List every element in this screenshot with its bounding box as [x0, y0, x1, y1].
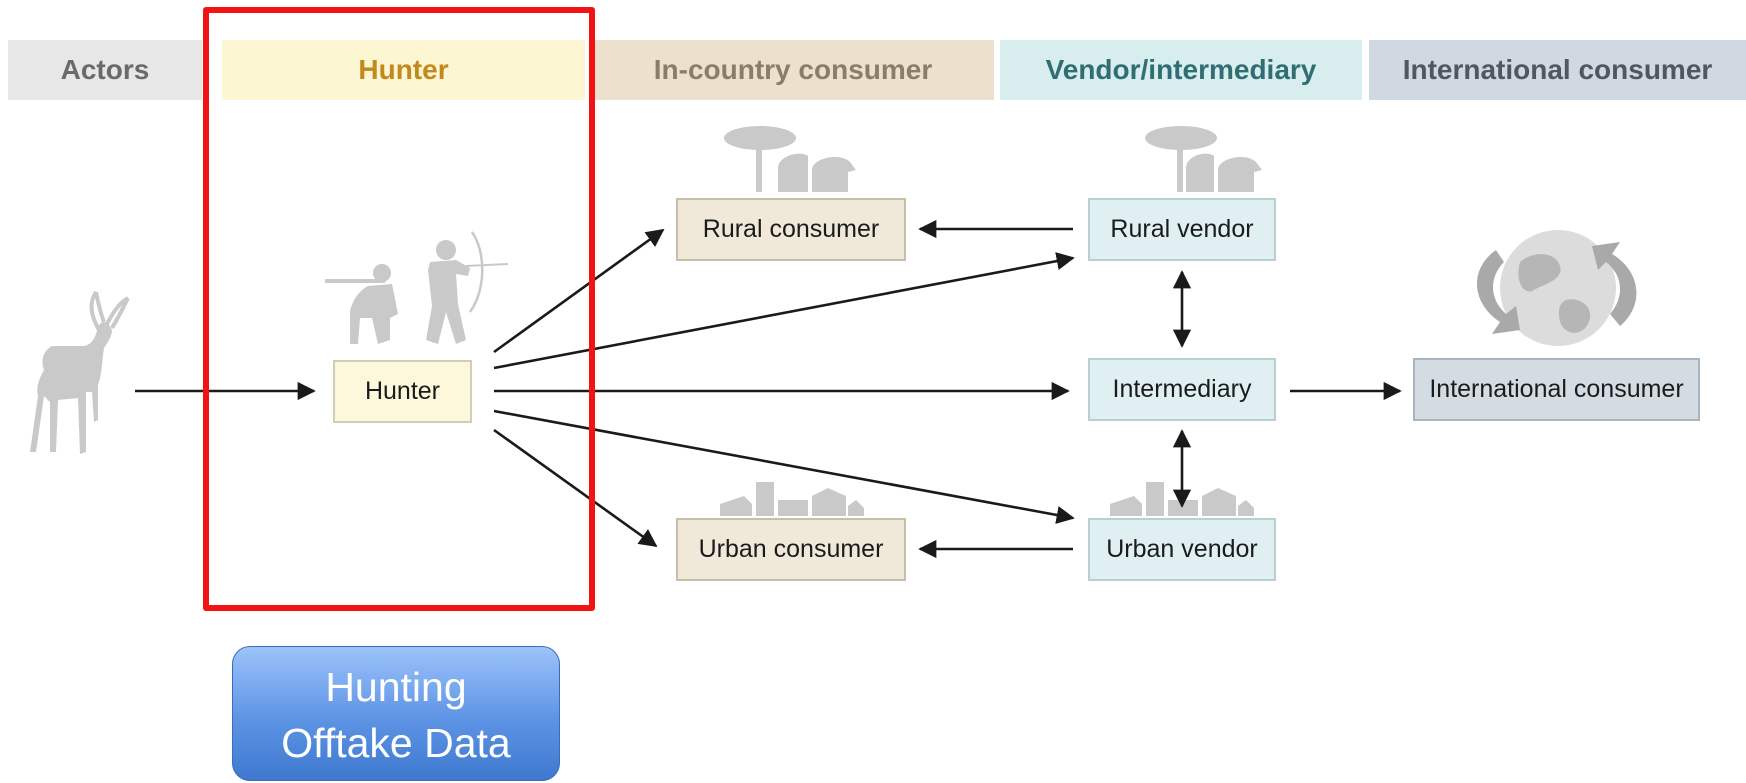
antelope-icon — [30, 290, 130, 454]
node-rural-vendor: Rural vendor — [1088, 198, 1276, 261]
rural-village-icon — [724, 126, 856, 192]
urban-buildings-icon — [720, 482, 864, 516]
header-in-country-consumer: In-country consumer — [592, 40, 994, 100]
node-hunter: Hunter — [333, 360, 472, 423]
arrow-hunter-to-rural-consumer — [493, 228, 665, 354]
node-urban-consumer: Urban consumer — [676, 518, 906, 581]
node-international-consumer: International consumer — [1413, 358, 1700, 421]
node-rural-consumer: Rural consumer — [676, 198, 906, 261]
arrow-hunter-to-urban-consumer — [493, 428, 658, 548]
hunters-icon — [325, 231, 509, 344]
globe-icon — [1476, 230, 1637, 346]
hunter-highlight-frame — [203, 7, 595, 611]
node-urban-vendor: Urban vendor — [1088, 518, 1276, 581]
node-intermediary: Intermediary — [1088, 358, 1276, 421]
header-hunter: Hunter — [222, 40, 585, 100]
header-international-consumer: International consumer — [1369, 40, 1746, 100]
callout-line-1: Hunting — [325, 664, 467, 710]
header-actors: Actors — [8, 40, 202, 100]
hunting-offtake-data-callout: Hunting Offtake Data — [232, 646, 560, 781]
callout-line-2: Offtake Data — [281, 720, 511, 766]
header-vendor-intermediary: Vendor/intermediary — [1000, 40, 1362, 100]
rural-village-icon — [1145, 126, 1262, 192]
